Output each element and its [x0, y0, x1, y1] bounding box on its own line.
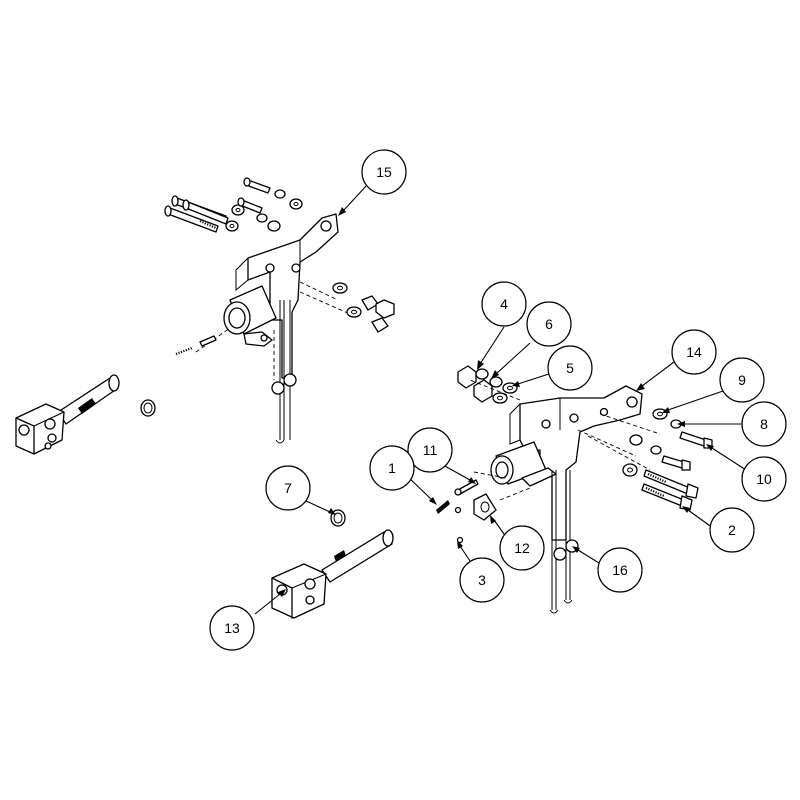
washer: [274, 189, 286, 199]
callout-4: 4: [481, 281, 527, 327]
callout-2: 2: [709, 507, 755, 553]
flange-gasket: [473, 493, 497, 521]
callout-9: 9: [719, 357, 765, 403]
mounting-bracket: [247, 213, 339, 379]
callout-6: 6: [526, 301, 572, 347]
washer: [289, 198, 303, 210]
hex-nut: [375, 299, 395, 319]
long-bolt: [164, 205, 219, 233]
callout-label: 12: [514, 540, 530, 556]
callout-label: 13: [224, 620, 240, 636]
pivot-bushing: [223, 285, 277, 347]
clevis-pin: [199, 335, 217, 347]
small-screw: [456, 536, 464, 544]
hex-nut: [457, 365, 477, 389]
callout-label: 1: [388, 460, 396, 476]
washer: [225, 220, 239, 232]
callout-label: 4: [500, 296, 508, 312]
short-bolt: [237, 197, 263, 214]
long-bolt: [643, 469, 699, 499]
callout-label: 3: [478, 572, 486, 588]
clevis-pin: [454, 479, 479, 496]
hex-nut: [371, 317, 389, 333]
callout-3: 3: [459, 557, 505, 603]
callout-10: 10: [741, 456, 787, 502]
flat-washer: [622, 463, 638, 477]
callout-label: 5: [566, 360, 574, 376]
flat-washer: [492, 392, 508, 404]
callout-14: 14: [671, 329, 717, 375]
callout-label: 15: [376, 164, 392, 180]
washer: [256, 213, 268, 223]
callout-label: 7: [284, 480, 292, 496]
lock-washer: [489, 376, 503, 388]
short-bolt: [243, 177, 271, 194]
lock-washer: [650, 445, 662, 455]
callout-8: 8: [741, 401, 787, 447]
washer: [346, 306, 362, 318]
upper-yoke-axle: [15, 374, 120, 455]
callout-label: 14: [686, 344, 702, 360]
callout-label: 10: [756, 471, 772, 487]
callout-7: 7: [265, 465, 311, 511]
hex-nut: [473, 379, 493, 403]
flat-washer: [629, 434, 643, 446]
callout-label: 11: [423, 442, 438, 458]
retaining-ring: [140, 399, 156, 417]
short-bolt: [679, 431, 713, 449]
short-bolt: [661, 455, 691, 471]
callout-16: 16: [597, 547, 643, 593]
lock-washer: [475, 368, 489, 380]
callout-13: 13: [209, 605, 255, 651]
callout-label: 2: [728, 522, 736, 538]
washer: [332, 282, 348, 294]
callout-label: 16: [612, 562, 628, 578]
yoke-axle-13: [271, 529, 394, 619]
spring-pin: [436, 500, 450, 514]
upper-bracket-assembly: [164, 177, 395, 444]
callout-label: 9: [738, 372, 746, 388]
callout-12: 12: [499, 525, 545, 571]
pivot-bushing: [490, 441, 557, 487]
linkage-rods: [271, 300, 297, 444]
callout-15: 15: [361, 149, 407, 195]
small-screw: [454, 506, 462, 514]
callout-11: 11: [407, 427, 453, 473]
washer: [231, 204, 245, 216]
callout-1: 1: [369, 445, 415, 491]
callout-label: 8: [760, 416, 768, 432]
callout-label: 6: [545, 316, 553, 332]
washer: [267, 220, 281, 232]
callout-5: 5: [547, 345, 593, 391]
